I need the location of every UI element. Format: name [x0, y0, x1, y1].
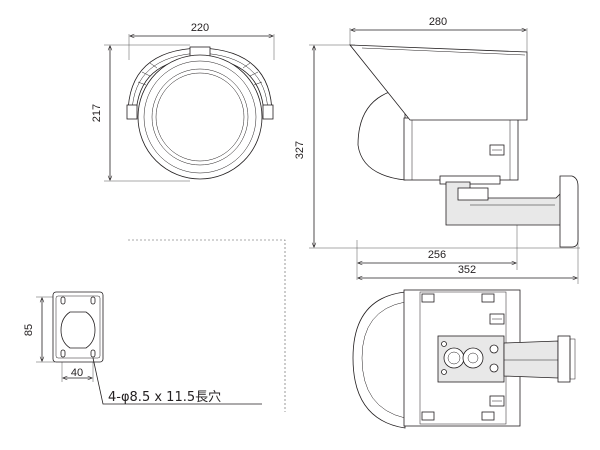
side-bracket-width-label: 256: [428, 249, 446, 261]
dome-window-side: [357, 87, 406, 181]
plate-center-opening: [60, 311, 96, 349]
plate-hole-pitch-label: 40: [71, 367, 83, 379]
bracket-arm-bottom: [503, 340, 559, 379]
front-height-label: 217: [91, 104, 103, 122]
hole-note-leader: [92, 357, 262, 405]
front-view: 220 217: [91, 22, 275, 182]
mounting-plate-view: 85 40 4-φ8.5 x 11.5長穴: [23, 291, 262, 405]
plate-slot-hole: [90, 349, 96, 358]
plate-height-label: 85: [23, 324, 35, 336]
plate-slot-hole: [60, 349, 66, 358]
bottom-view: [352, 289, 576, 429]
hole-note-label: 4-φ8.5 x 11.5長穴: [108, 390, 221, 405]
housing-outer-ring: [137, 54, 263, 180]
front-window: [151, 68, 249, 166]
shield-left-clip: [126, 104, 138, 120]
overall-length-label: 352: [458, 264, 476, 276]
view-separator: [128, 239, 286, 412]
dome-window-bottom: [352, 291, 406, 429]
wall-plate-bottom: [557, 335, 571, 383]
front-width-label: 220: [191, 22, 209, 34]
bracket-arm-side: [445, 181, 563, 226]
plate-slot-hole: [90, 296, 96, 305]
side-top-width-label: 280: [429, 16, 447, 28]
shield-right-clip: [262, 104, 274, 120]
sun-shield-side: [349, 44, 528, 121]
wall-plate-side: [559, 175, 579, 248]
cable-entry: [443, 347, 465, 369]
side-view: 280 327 256 352: [294, 16, 580, 284]
side-height-label: 327: [294, 141, 306, 159]
plate-slot-hole: [60, 296, 66, 305]
